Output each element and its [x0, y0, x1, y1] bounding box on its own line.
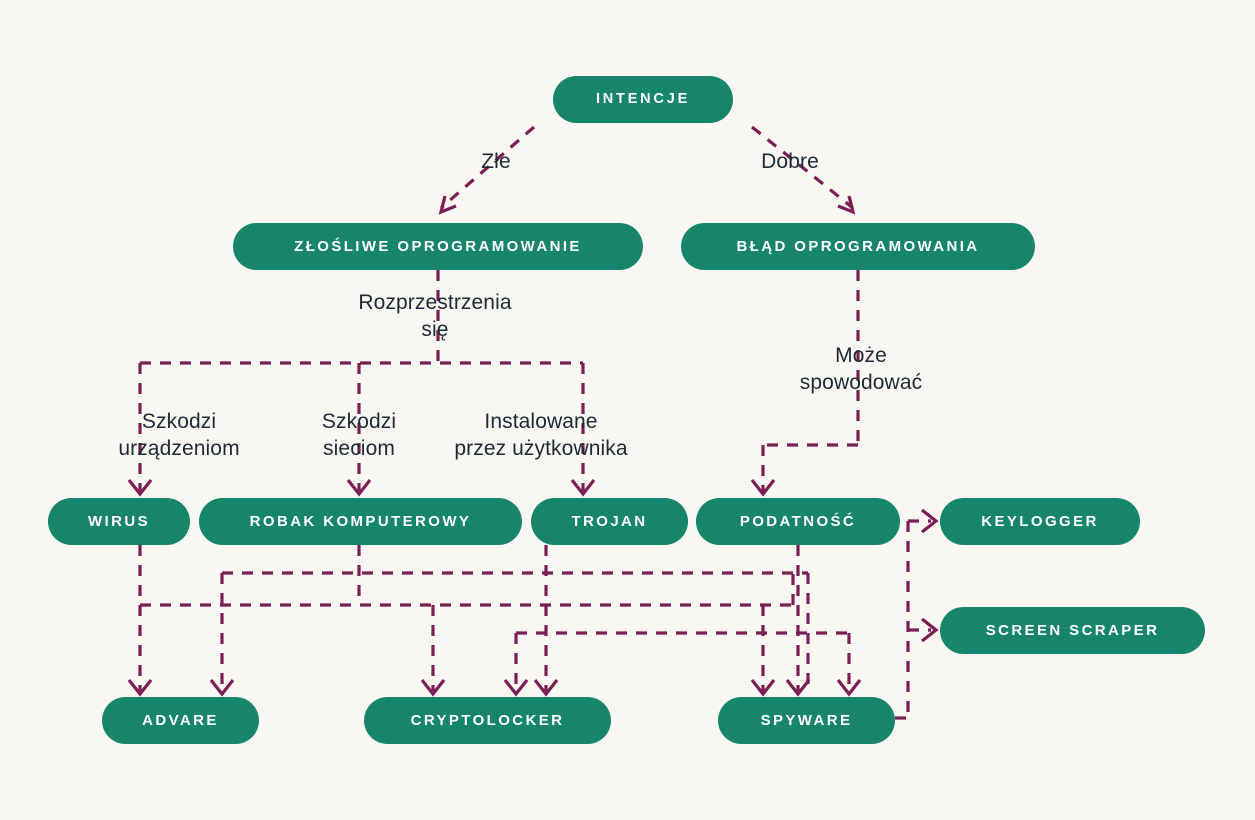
connector-arrowhead — [785, 679, 811, 697]
connector-arrowhead — [837, 195, 856, 215]
connector-arrowhead — [836, 679, 862, 697]
node-screen[interactable]: SCREEN SCRAPER — [940, 607, 1205, 654]
node-label: WIRUS — [88, 513, 150, 530]
edge-label-moze: Może spowodować — [799, 344, 923, 394]
node-wirus[interactable]: WIRUS — [48, 498, 190, 545]
connector-arrowhead — [750, 679, 776, 697]
node-label: TROJAN — [571, 513, 648, 530]
connector-arrowhead — [570, 479, 596, 497]
node-podatnosc[interactable]: PODATNOŚĆ — [696, 498, 900, 545]
node-label: INTENCJE — [595, 91, 691, 108]
node-crypto[interactable]: CRYPTOLOCKER — [364, 697, 611, 744]
connector-arrowhead — [921, 617, 939, 643]
node-label: SCREEN SCRAPER — [985, 622, 1160, 639]
edge-label-instalowane: Instalowane przez użytkownika — [454, 410, 628, 460]
edge-label-dobre: Dobre — [761, 150, 819, 173]
node-blad[interactable]: BŁĄD OPROGRAMOWANIA — [681, 223, 1035, 270]
edge-label-szkodzi-sieciom: Szkodzi sieciom — [321, 410, 397, 460]
connector-arrowhead — [420, 679, 446, 697]
node-label: KEYLOGGER — [981, 513, 1099, 530]
node-intencje[interactable]: INTENCJE — [553, 76, 733, 123]
connector-arrowhead — [346, 479, 372, 497]
connector-arrowhead — [127, 479, 153, 497]
node-advare[interactable]: ADVARE — [102, 697, 259, 744]
connector-arrowhead — [209, 679, 235, 697]
connector-arrowhead — [750, 479, 776, 497]
node-keylogger[interactable]: KEYLOGGER — [940, 498, 1140, 545]
connector-arrowhead — [503, 679, 529, 697]
node-label: ADVARE — [142, 712, 219, 729]
node-robak[interactable]: ROBAK KOMPUTEROWY — [199, 498, 522, 545]
edge-label-zle: Złe — [481, 150, 511, 173]
connector-arrowhead — [921, 508, 939, 534]
connector-line — [439, 125, 536, 210]
node-trojan[interactable]: TROJAN — [531, 498, 688, 545]
node-zlosliwe[interactable]: ZŁOŚLIWE OPROGRAMOWANIE — [233, 223, 643, 270]
node-spyware[interactable]: SPYWARE — [718, 697, 895, 744]
node-label: SPYWARE — [760, 712, 853, 729]
node-label: BŁĄD OPROGRAMOWANIA — [736, 238, 980, 255]
edge-label-szkodzi-urzadz: Szkodzi urządzeniom — [118, 410, 240, 460]
node-label: ZŁOŚLIWE OPROGRAMOWANIE — [294, 238, 582, 255]
edge-label-rozprzestrzenia: Rozprzestrzenia się — [358, 291, 512, 341]
connector-arrowhead — [127, 679, 153, 697]
connector-arrowhead — [533, 679, 559, 697]
node-label: ROBAK KOMPUTEROWY — [249, 513, 472, 530]
node-label: CRYPTOLOCKER — [410, 712, 565, 729]
node-label: PODATNOŚĆ — [739, 513, 857, 530]
connector-arrowhead — [438, 195, 457, 215]
connector-line — [750, 125, 855, 210]
